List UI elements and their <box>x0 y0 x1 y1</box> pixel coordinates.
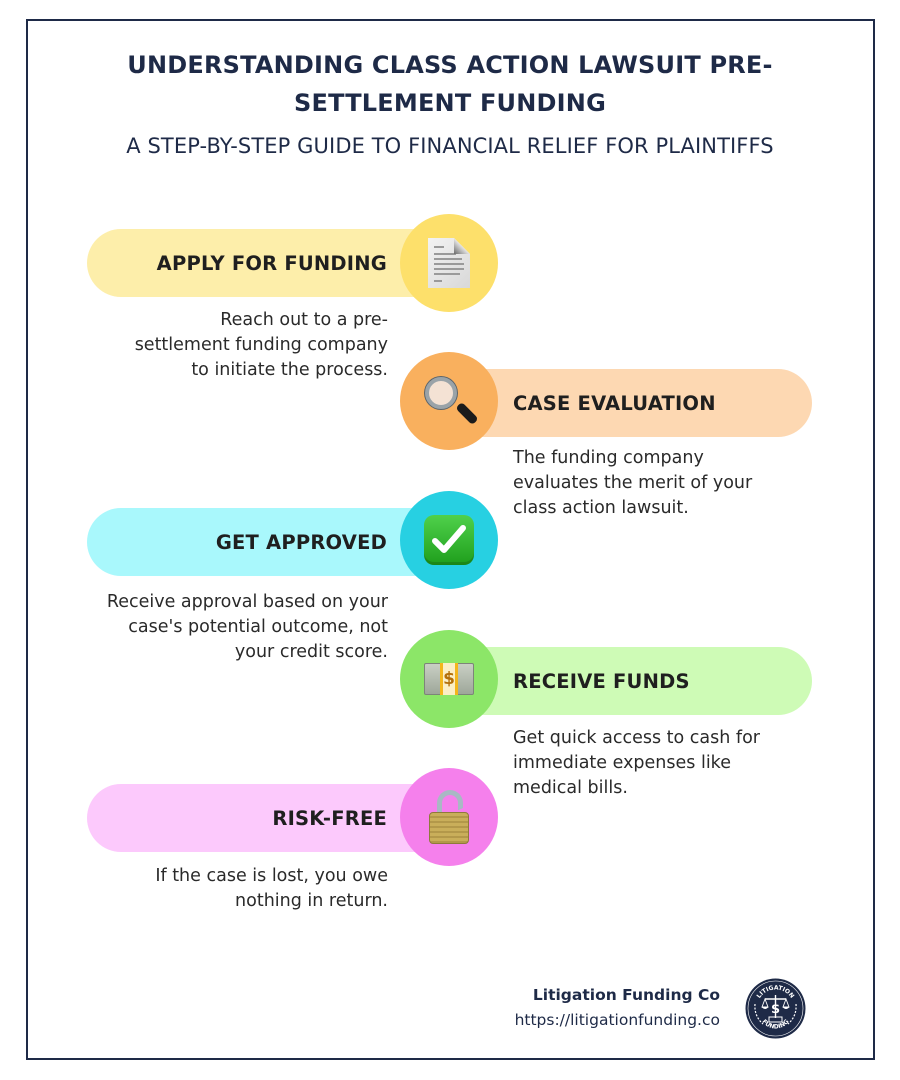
money-icon: $ <box>424 663 474 695</box>
open-lock-icon <box>429 790 469 844</box>
document-icon <box>428 238 470 288</box>
step-case-evaluation: CASE EVALUATION <box>450 369 812 437</box>
step-description: Get quick access to cash for immediate e… <box>513 728 760 798</box>
scales-of-justice-icon: LITIGATION FUNDING $ <box>745 978 806 1039</box>
company-logo: LITIGATION FUNDING $ <box>745 978 806 1039</box>
step-icon-circle <box>400 491 498 589</box>
step-receive-funds: RECEIVE FUNDS <box>450 647 812 715</box>
step-label: APPLY FOR FUNDING <box>156 251 387 275</box>
title-line-2: SETTLEMENT FUNDING <box>294 89 606 117</box>
check-mark-icon <box>424 515 474 565</box>
company-url[interactable]: https://litigationfunding.co <box>514 1011 720 1029</box>
step-label: RISK-FREE <box>272 806 387 830</box>
svg-text:FUNDING: FUNDING <box>760 1018 790 1030</box>
svg-text:$: $ <box>771 1002 780 1017</box>
step-label: CASE EVALUATION <box>513 391 716 415</box>
step-apply-for-funding: APPLY FOR FUNDING <box>87 229 447 297</box>
step-label: GET APPROVED <box>215 530 387 554</box>
step-icon-circle <box>400 214 498 312</box>
company-name: Litigation Funding Co <box>532 986 720 1004</box>
step-icon-circle: $ <box>400 630 498 728</box>
step-description: Reach out to a pre- settlement funding c… <box>134 310 388 380</box>
title-line-1: UNDERSTANDING CLASS ACTION LAWSUIT PRE- <box>127 51 773 79</box>
step-icon-circle <box>400 352 498 450</box>
page-subtitle: A STEP-BY-STEP GUIDE TO FINANCIAL RELIEF… <box>126 134 774 158</box>
magnifying-glass-icon <box>423 375 479 427</box>
step-description: If the case is lost, you owe nothing in … <box>155 866 388 911</box>
step-description: Receive approval based on your case's po… <box>106 592 388 662</box>
step-get-approved: GET APPROVED <box>87 508 447 576</box>
step-description: The funding company evaluates the merit … <box>513 448 753 518</box>
dollar-sign-icon: $ <box>440 663 458 695</box>
step-label: RECEIVE FUNDS <box>513 669 690 693</box>
step-icon-circle <box>400 768 498 866</box>
step-risk-free: RISK-FREE <box>87 784 447 852</box>
page-title: UNDERSTANDING CLASS ACTION LAWSUIT PRE- … <box>0 46 900 122</box>
